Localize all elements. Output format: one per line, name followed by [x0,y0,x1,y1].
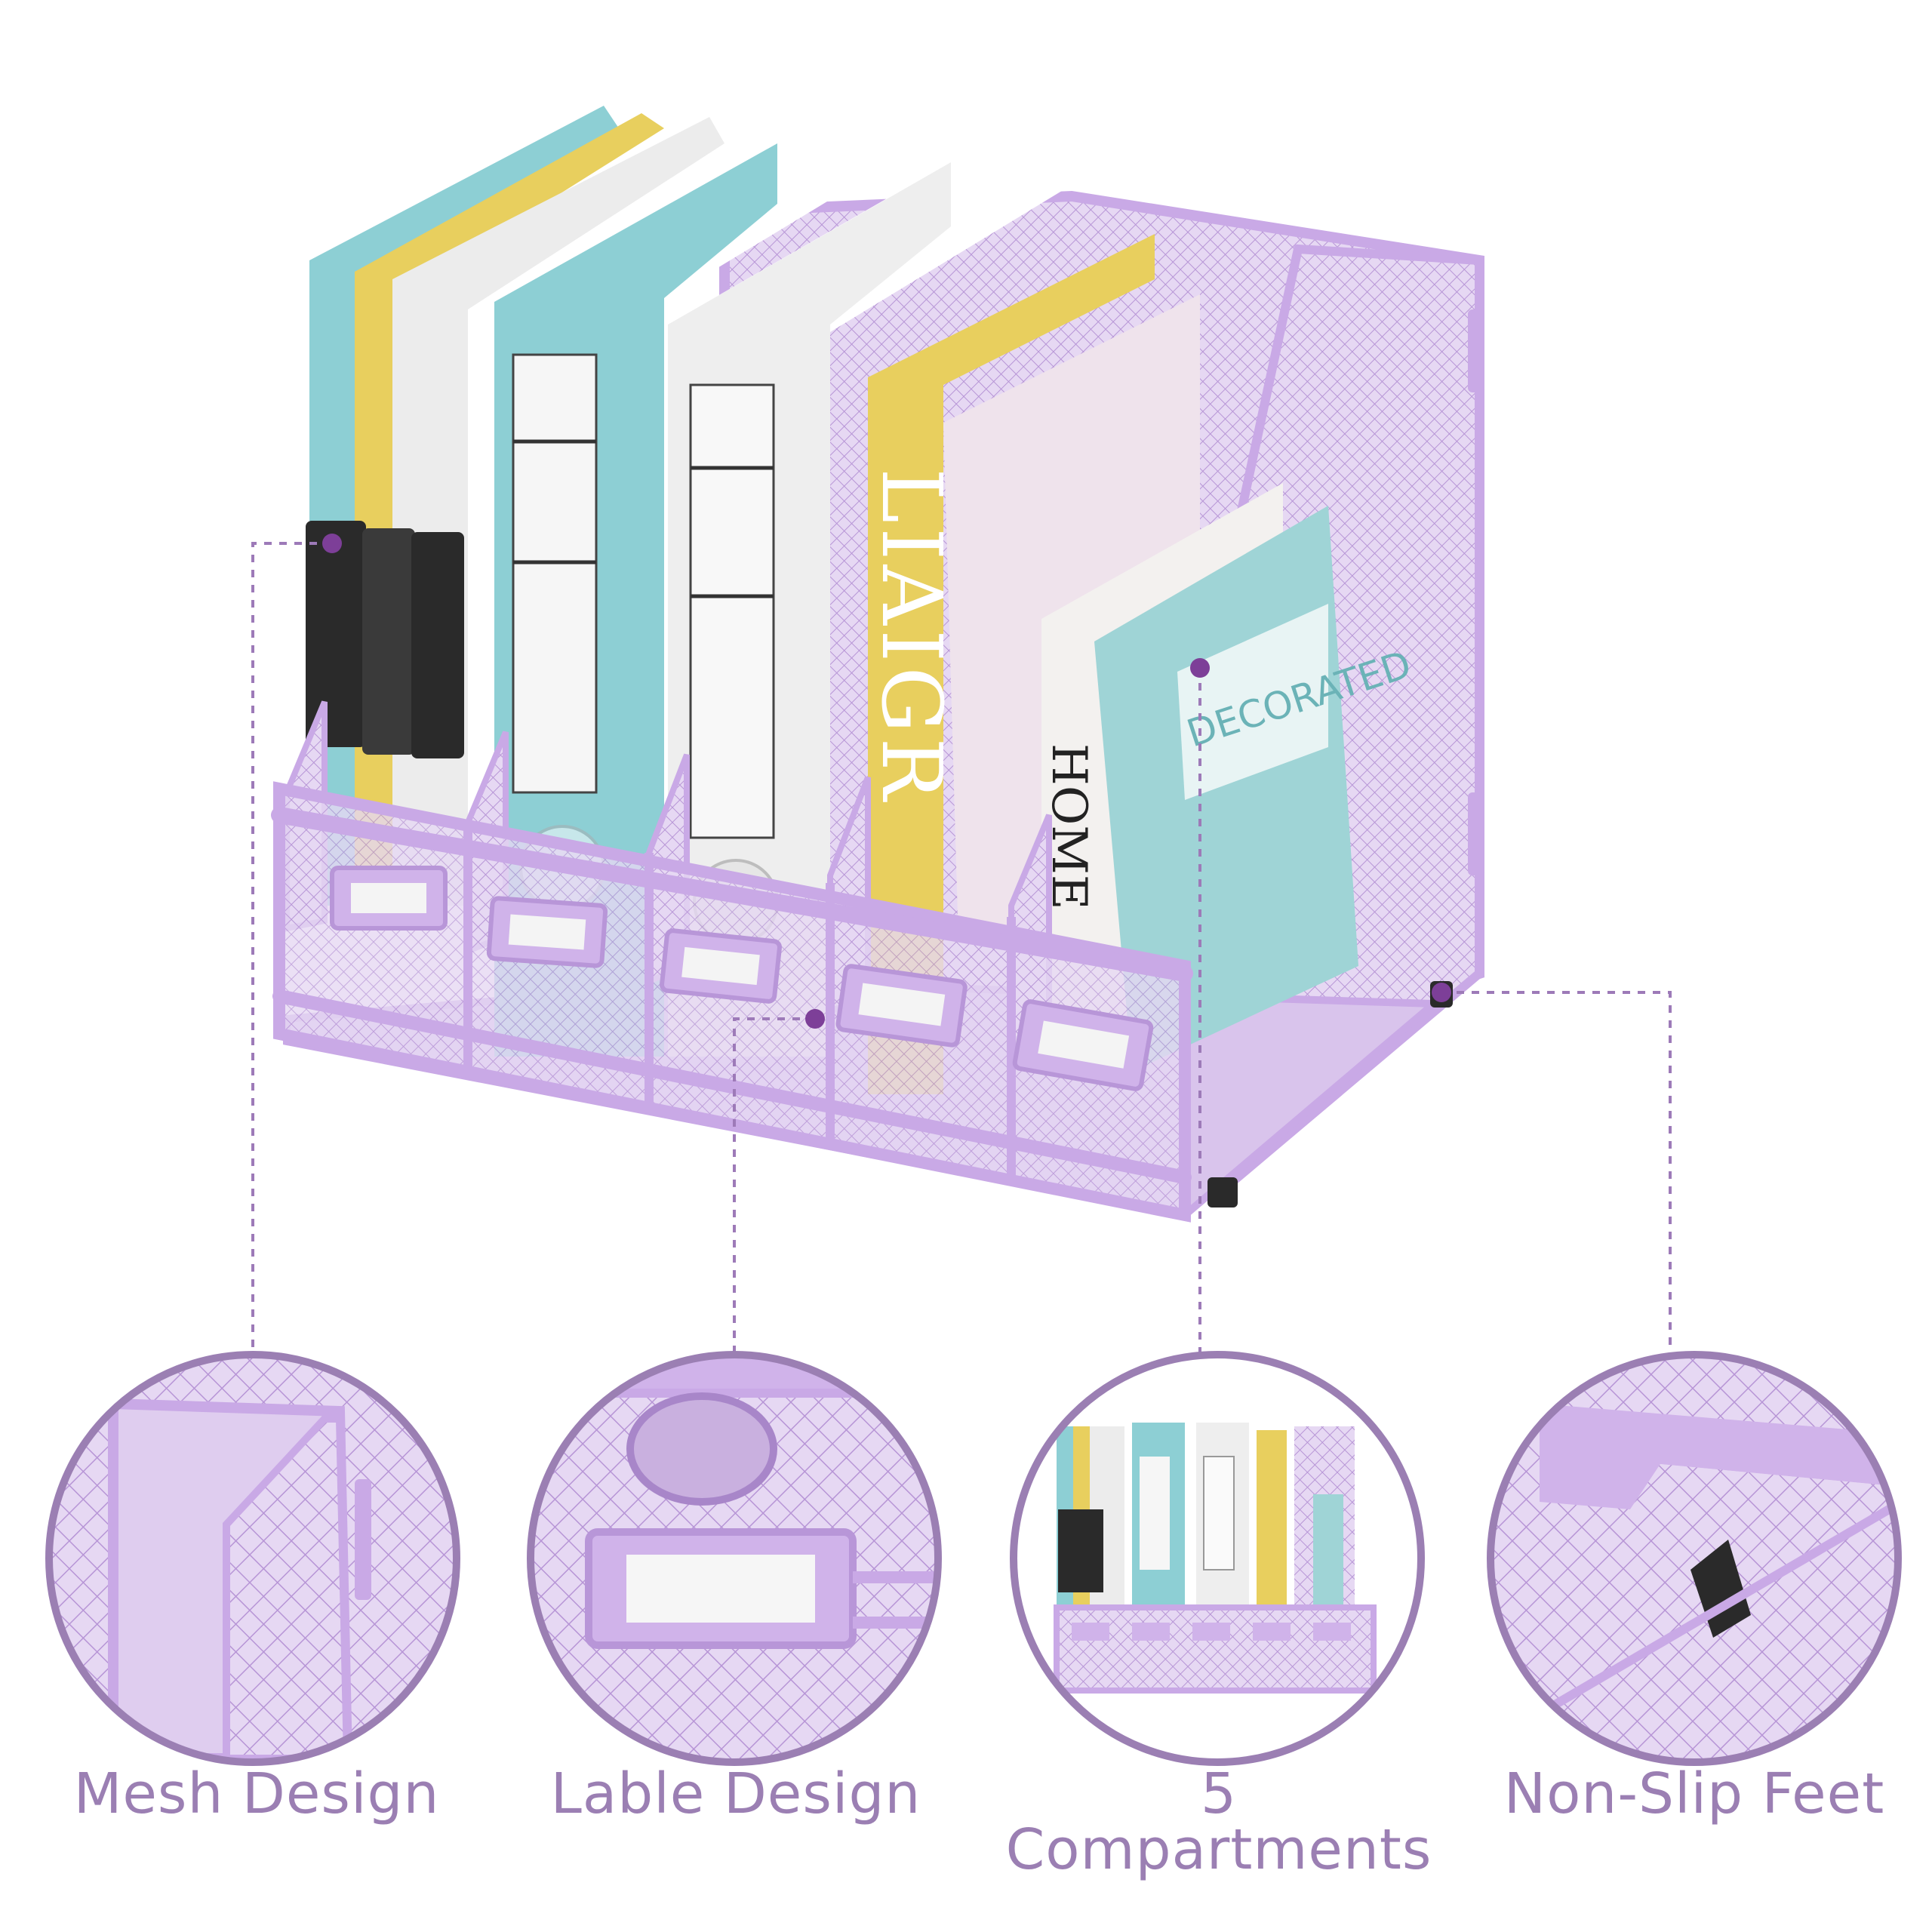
yellow-binder [868,234,1155,1094]
callout-lines [251,542,1672,1355]
white-binder-label [689,383,775,839]
feature-label-mesh: Mesh Design [73,1761,440,1826]
label-holders [330,866,1154,1091]
binder-spine-text: LIAIGR [863,468,960,804]
book-cover-panel [1177,604,1328,800]
callout-dot [805,1009,825,1029]
label-holder-closeup [527,1351,942,1766]
black-clip [362,528,415,755]
rubber-foot-closeup [1487,1351,1902,1766]
feature-label-feet: Non-Slip Feet [1503,1761,1885,1826]
mesh-panel-closeup [45,1351,460,1766]
feature-label-compartments: 5 Compartments [1005,1761,1432,1882]
organizer: LIAIGR HOME DECORATED [271,106,1484,1223]
callout-dots [322,534,1451,1029]
organizer-thumbnail [1010,1351,1425,1766]
callout-dot [1432,983,1451,1002]
side-hinge [1468,309,1484,392]
feature-label-label: Lable Design [550,1761,921,1826]
teal-binder-label [512,353,598,794]
callout-dot [1190,658,1210,678]
front-rail [271,807,1193,982]
front-rail [272,989,1192,1184]
black-clip [411,532,464,758]
non-slip-foot [1208,1177,1238,1208]
callout-dot [322,534,342,553]
black-clip [306,521,366,747]
front-panel [273,781,1191,1223]
side-hinge [1468,792,1484,875]
